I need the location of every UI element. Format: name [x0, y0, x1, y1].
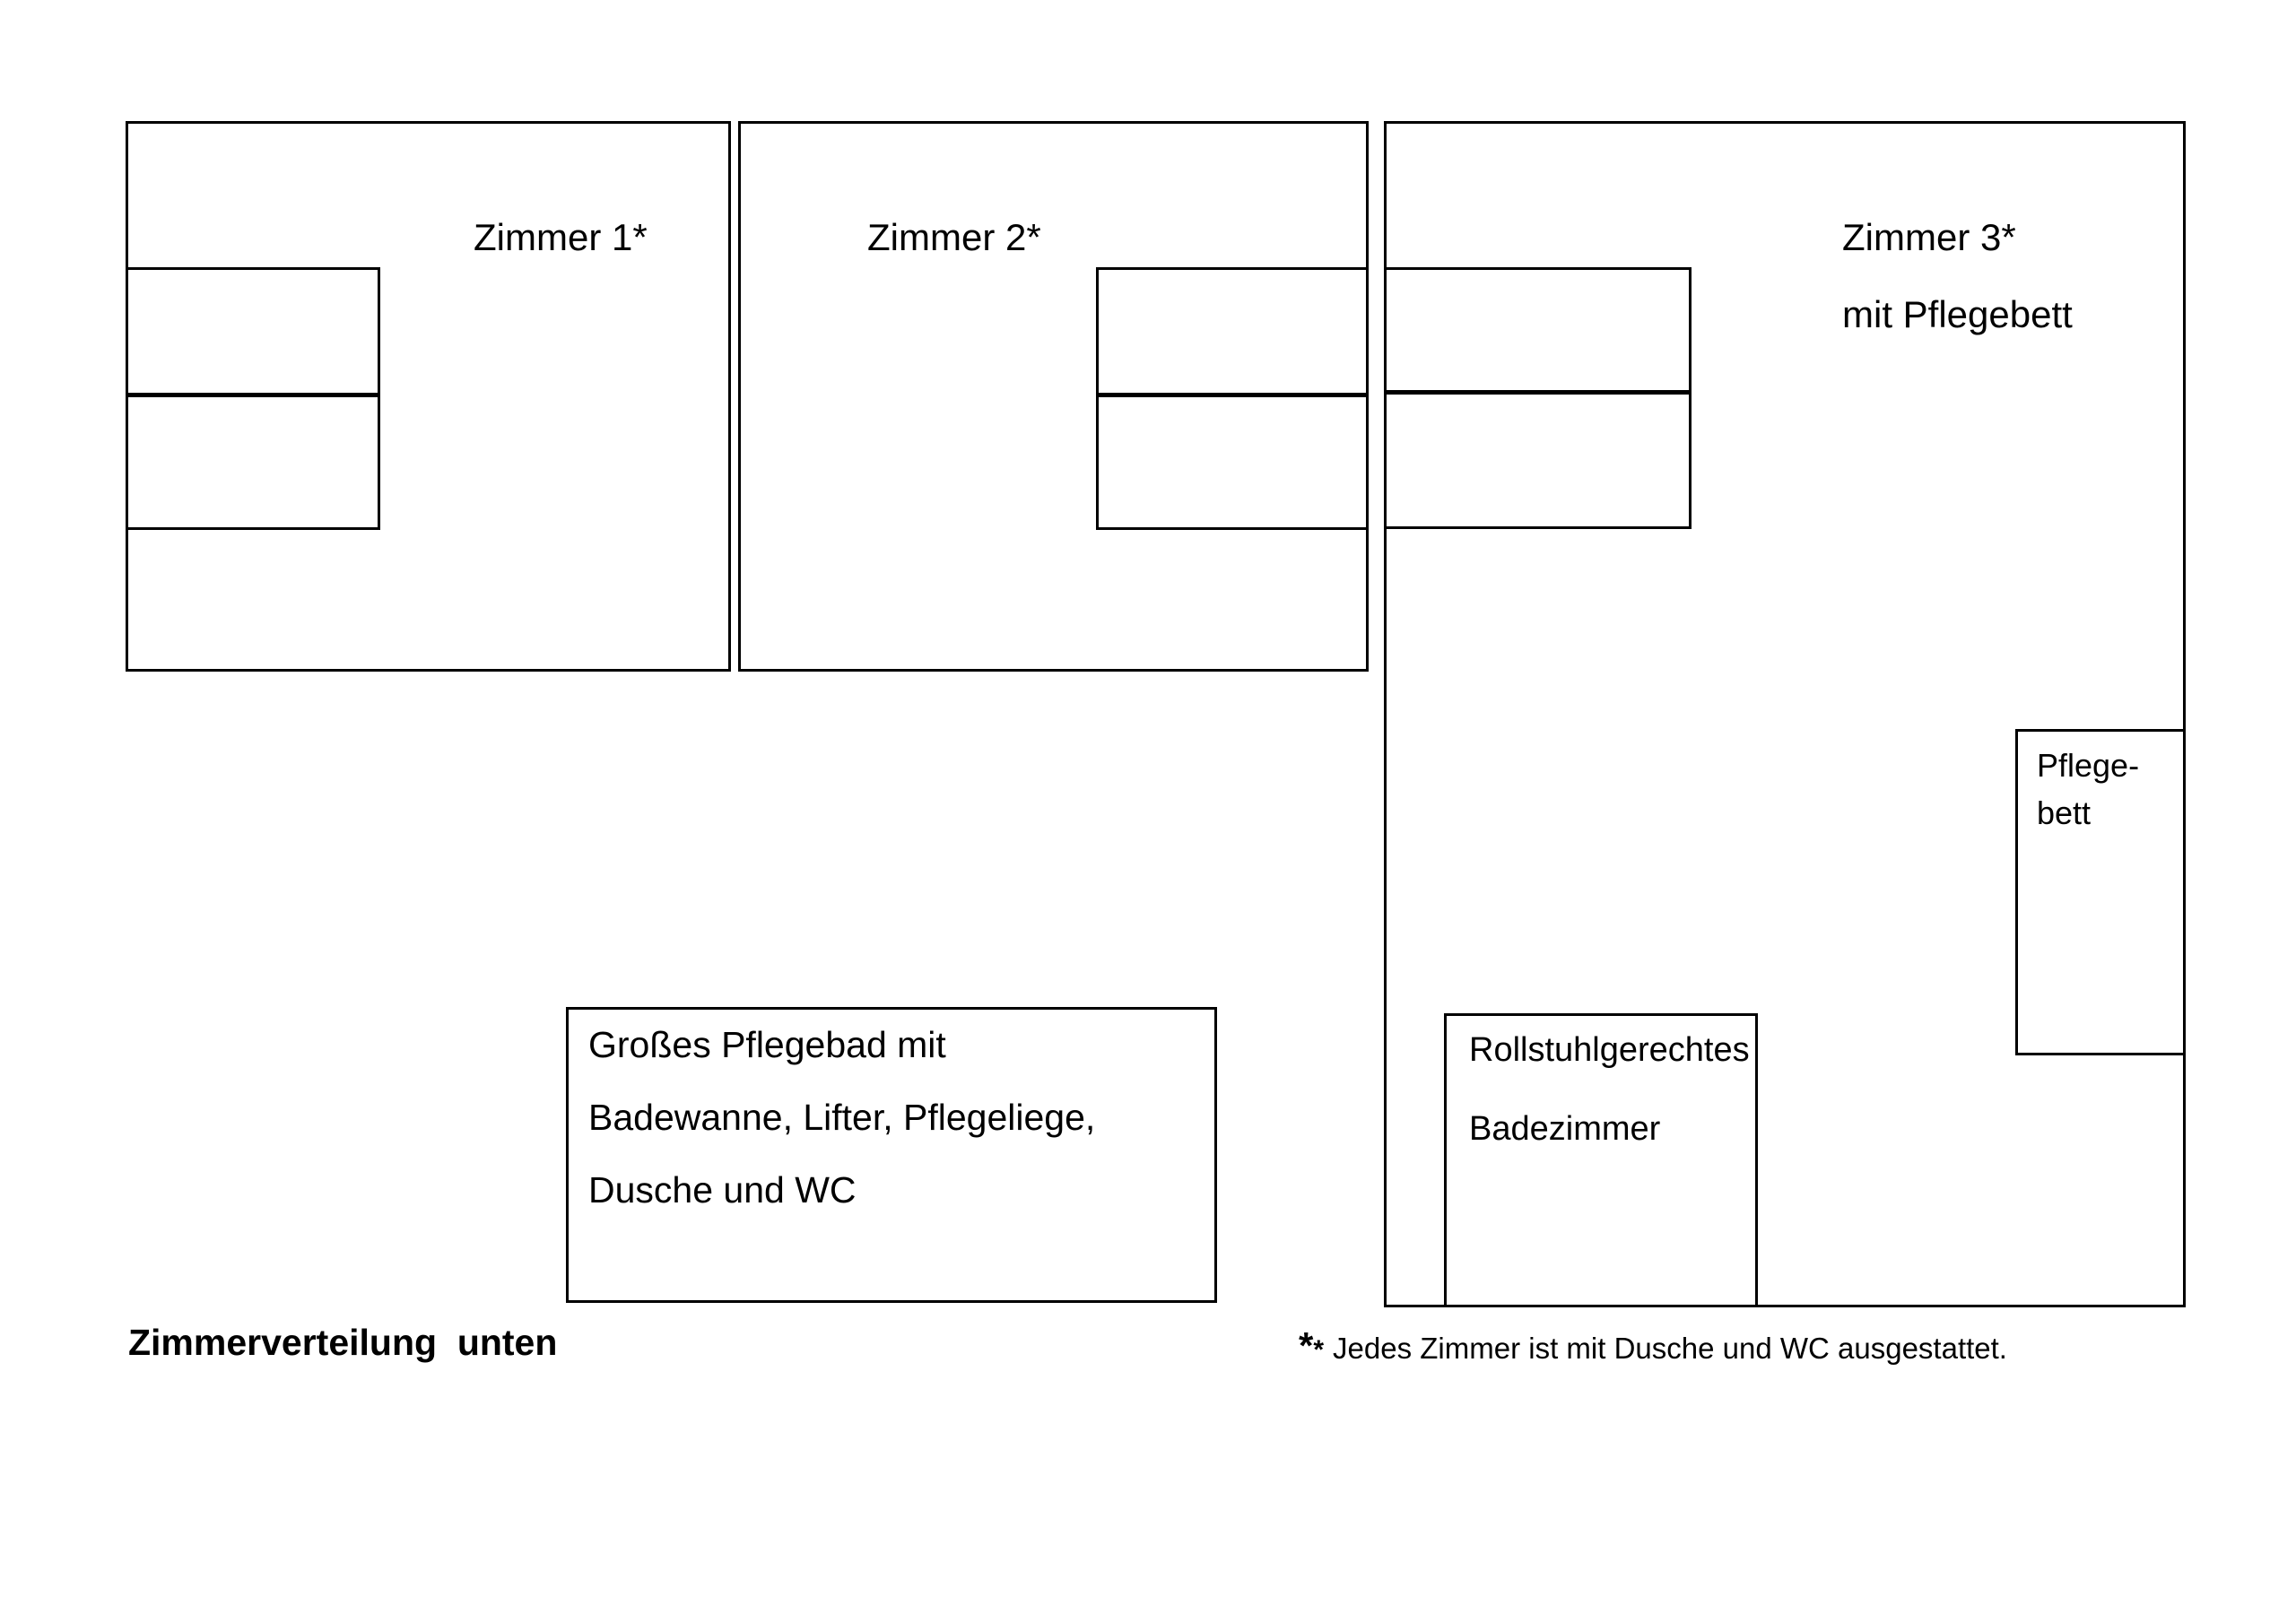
footnote-asterisk-small: * [1313, 1335, 1325, 1365]
footnote-text: Jedes Zimmer ist mit Dusche und WC ausge… [1333, 1332, 2007, 1365]
pflegebett-label-line2: bett [2037, 794, 2092, 831]
room-zimmer3-outline [1384, 121, 2186, 1307]
footnote: ** Jedes Zimmer ist mit Dusche und WC aus… [1299, 1324, 2007, 1367]
room-zimmer2-bed [1096, 267, 1369, 530]
bed-divider [128, 393, 378, 397]
rollstuhl-badezimmer-label-line1: Rollstuhlgerechtes [1469, 1031, 1750, 1069]
bed-divider [1387, 390, 1689, 395]
room-zimmer1-label: Zimmer 1* [474, 216, 648, 258]
footnote-asterisk-large: * [1299, 1324, 1314, 1367]
room-zimmer2-label: Zimmer 2* [867, 216, 1041, 258]
room-zimmer1-bed [126, 267, 380, 530]
room-zimmer3-sublabel: mit Pflegebett [1842, 293, 2073, 335]
page-title: Zimmerverteilung unten [128, 1322, 558, 1363]
room-zimmer3-label: Zimmer 3* [1842, 216, 2016, 258]
rollstuhl-badezimmer-outline [1444, 1013, 1758, 1307]
pflegebad-label-line1: Großes Pflegebad mit [588, 1024, 946, 1065]
rollstuhl-badezimmer-label-line2: Badezimmer [1469, 1110, 1661, 1148]
room-zimmer3-bed [1384, 267, 1692, 529]
pflegebad-outline [566, 1007, 1217, 1303]
pflegebad-label-line3: Dusche und WC [588, 1169, 857, 1211]
pflegebett-outline [2015, 729, 2186, 1055]
bed-divider [1099, 393, 1366, 397]
pflegebad-label-line2: Badewanne, Lifter, Pflegeliege, [588, 1097, 1096, 1138]
pflegebett-label-line1: Pflege- [2037, 747, 2140, 784]
